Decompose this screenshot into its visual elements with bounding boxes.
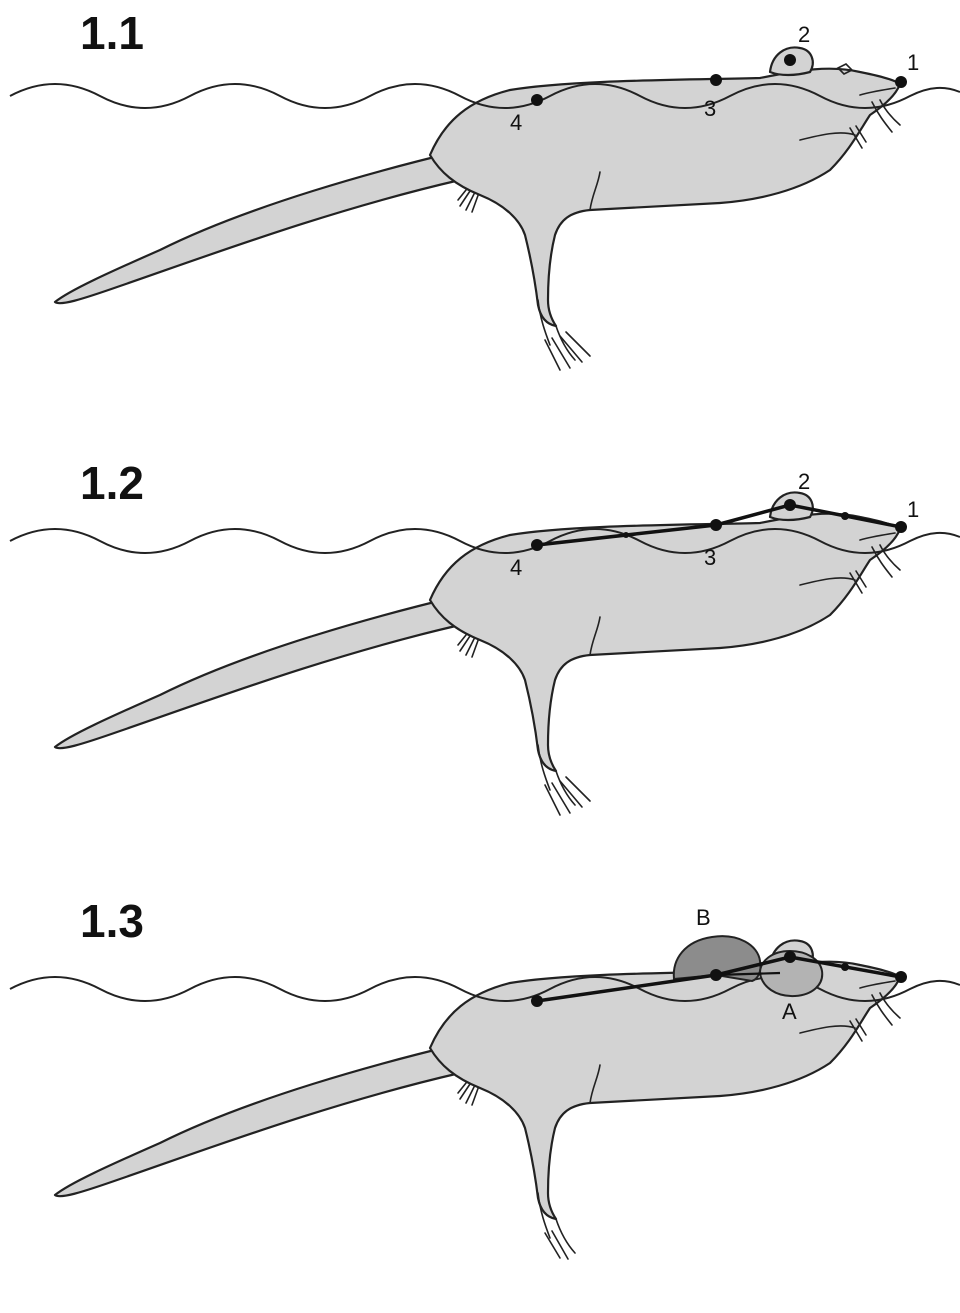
landmark-label-2: 2 [798,469,810,494]
rat-tail [55,1045,460,1196]
landmark-label-1: 1 [907,497,919,522]
rat-body [55,47,900,370]
rat-tail [55,597,460,748]
landmark-point-4 [531,995,543,1007]
landmark-point-1 [895,76,907,88]
landmark-label-3: 3 [704,96,716,121]
landmark-point-3 [710,74,722,86]
landmark-point-1 [895,971,907,983]
landmark-point-3 [710,969,722,981]
landmark-point-3 [710,519,722,531]
landmark-label-4: 4 [510,555,522,580]
midpoint-dot [841,512,849,520]
rat-diagram-1-1: 1 2 3 4 [0,0,960,420]
landmark-point-4 [531,539,543,551]
region-label-a: A [782,999,797,1024]
midpoint-dot [841,963,849,971]
landmark-label-3: 3 [704,545,716,570]
panel-title: 1.1 [80,10,144,56]
panel-1-1: 1 2 3 4 1.1 [0,0,960,420]
panel-title: 1.3 [80,898,144,944]
rat-diagram-1-3: B A [0,893,960,1313]
panel-1-3: B A 1.3 [0,893,960,1313]
landmark-point-2 [784,54,796,66]
panel-1-2: 1 2 3 4 1.2 [0,445,960,865]
landmark-point-2 [784,499,796,511]
landmark-label-1: 1 [907,50,919,75]
landmark-label-4: 4 [510,110,522,135]
rat-body [55,492,900,815]
rat-tail [55,152,460,303]
landmark-label-2: 2 [798,22,810,47]
midpoint-dot [623,532,629,538]
landmark-point-1 [895,521,907,533]
rat-diagram-1-2: 1 2 3 4 [0,445,960,865]
landmark-point-2 [784,951,796,963]
panel-title: 1.2 [80,460,144,506]
landmark-point-4 [531,94,543,106]
region-label-b: B [696,905,711,930]
